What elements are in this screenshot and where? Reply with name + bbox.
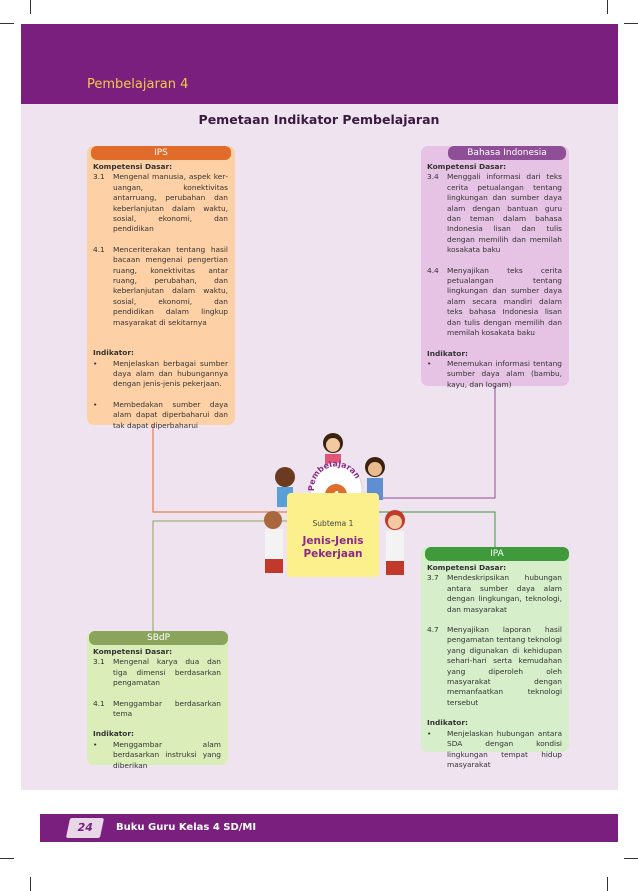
footer-bar [40, 814, 618, 842]
bullet-icon: • [93, 739, 98, 749]
bahasa-indonesia-header: Bahasa Indonesia [448, 146, 566, 160]
child-figure [264, 511, 283, 573]
kd-number: 3.1 [93, 172, 105, 182]
kd-label: Kompetensi Dasar: [427, 563, 507, 572]
indicator-item: • Menjelaskan berbagai sumber daya alam d… [93, 359, 228, 390]
kd-number: 3.4 [427, 172, 439, 182]
connector-sbdp [152, 520, 287, 631]
bullet-icon: • [427, 728, 432, 738]
ipa-content: Kompetensi Dasar: 3.7 Mendeskripsikan hub… [427, 563, 562, 770]
kd-text: Menggali informasi dari teks cerita petu… [447, 172, 562, 255]
kd-item: 3.1 Mengenal karya dua dan tiga dimensi b… [93, 657, 221, 688]
ips-content: Kompetensi Dasar: 3.1 Mengenal manusia, a… [93, 162, 228, 431]
page-number: 24 [65, 818, 105, 838]
kd-item: 3.7 Mendeskripsikan hubungan antara sumbe… [427, 573, 562, 615]
connector-bahasa [379, 386, 496, 499]
kd-label: Kompetensi Dasar: [93, 162, 173, 171]
child-figure [385, 510, 405, 575]
bullet-icon: • [427, 358, 432, 368]
kd-text: Menggambar berdasarkan tema [113, 698, 221, 719]
kd-item: 4.1 Menceriterakan tentang hasil bacaan m… [93, 245, 228, 328]
bahasa-indonesia-content: Kompetensi Dasar: 3.4 Menggali informasi … [427, 162, 562, 390]
connector-ips [152, 425, 287, 513]
kd-text: Menyajikan laporan hasil penga­matan ten… [447, 625, 562, 707]
kd-item: 4.4 Menyajikan teks cerita petualangan te… [427, 266, 562, 339]
kd-text: Menceriterakan tentang hasil bacaan meng… [113, 244, 228, 327]
indicator-text: Menemukan informasi tentang sumber daya … [447, 358, 562, 389]
subtheme-card [287, 493, 379, 577]
ipa-header: IPA [425, 547, 569, 561]
kd-text: Mengenal manusia, aspek ker­uangan, kone… [113, 172, 228, 234]
kd-text: Mengenal karya dua dan tiga dimensi berd… [113, 657, 221, 688]
crop-mark [30, 877, 31, 891]
subtheme-title-line: Pekerjaan [303, 548, 363, 560]
kd-number: 3.1 [93, 657, 105, 667]
kd-item: 4.1 Menggambar berdasarkan tema [93, 699, 221, 720]
kd-number: 4.7 [427, 625, 439, 635]
kd-item: 4.7 Menyajikan laporan hasil penga­matan … [427, 625, 562, 708]
ips-box: IPS Kompetensi Dasar: 3.1 Mengenal manusi… [87, 146, 235, 430]
crop-mark [0, 858, 14, 859]
connector-ipa [379, 511, 496, 547]
kd-number: 4.4 [427, 265, 439, 275]
indicator-label: Indikator: [93, 729, 134, 739]
bullet-icon: • [93, 358, 98, 368]
kd-item: 3.1 Mengenal manusia, aspek ker­uangan, k… [93, 172, 228, 234]
indicator-label: Indikator: [427, 718, 468, 728]
kd-text: Mendeskripsikan hubungan antara sumber d… [447, 573, 562, 614]
subtheme-title-line: Jenis-Jenis [302, 535, 364, 547]
kd-number: 3.7 [427, 573, 439, 583]
ipa-box: IPA Kompetensi Dasar: 3.7 Mendeskripsikan… [421, 547, 569, 769]
book-title: Buku Guru Kelas 4 SD/MI [116, 822, 257, 833]
indicator-label: Indikator: [427, 348, 468, 358]
bullet-icon: • [93, 399, 98, 409]
indicator-item: • Menemukan informasi tentang sumber daya… [427, 359, 562, 390]
crop-mark [30, 0, 31, 14]
indicator-text: Membedakan sumber daya alam dapat diperb… [113, 399, 228, 430]
indicator-text: Menggambar alam berdasarkan instruksi ya… [113, 739, 221, 770]
crop-mark [607, 0, 608, 14]
kd-text: Menyajikan teks cerita petualangan tenta… [447, 265, 562, 338]
sbdp-content: Kompetensi Dasar: 3.1 Mengenal karya dua … [93, 647, 221, 771]
indicator-text: Menjelaskan hubungan antara SDA dengan k… [447, 728, 562, 769]
kd-number: 4.1 [93, 244, 105, 254]
indicator-item: • Membedakan sumber daya alam dapat diper… [93, 400, 228, 431]
indicator-item: • Menggambar alam berdasarkan instruksi y… [93, 740, 221, 771]
kd-label: Kompetensi Dasar: [93, 647, 173, 656]
map-title: Pemetaan Indikator Pembelajaran [198, 112, 440, 127]
kd-item: 3.4 Menggali informasi dari teks cerita p… [427, 172, 562, 255]
lesson-label: Pembelajaran 4 [87, 77, 189, 92]
header-band [21, 24, 618, 104]
kd-label: Kompetensi Dasar: [427, 162, 507, 171]
crop-mark [624, 858, 638, 859]
subtheme-label: Subtema 1 [312, 519, 354, 528]
crop-mark [607, 877, 608, 891]
crop-mark [0, 23, 14, 24]
indicator-label: Indikator: [93, 348, 134, 358]
ips-header: IPS [91, 146, 231, 160]
crop-mark [624, 23, 638, 24]
kd-number: 4.1 [93, 698, 105, 708]
sbdp-header: SBdP [89, 631, 228, 645]
indicator-text: Menjelaskan berbagai sumber daya alam da… [113, 358, 228, 389]
indicator-item: • Menjelaskan hubungan antara SDA dengan … [427, 729, 562, 771]
sbdp-box: SBdP Kompetensi Dasar: 3.1 Mengenal karya… [87, 631, 228, 770]
